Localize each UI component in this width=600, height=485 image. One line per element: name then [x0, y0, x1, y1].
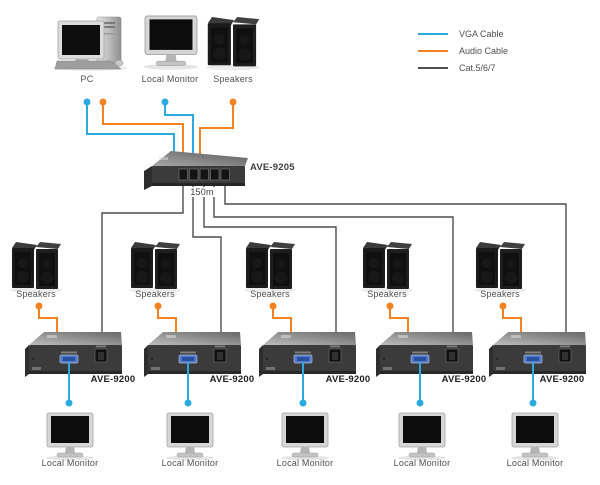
speakers-icon-2 [129, 242, 181, 293]
ave-9205-device [144, 151, 248, 190]
distance-label: 150m [188, 187, 216, 197]
branch-audio-cable-3 [269, 302, 292, 338]
cat5-cable-5 [224, 180, 567, 338]
branch-speakers-label: Speakers [16, 289, 56, 299]
local-monitor-vga-cable [161, 98, 194, 156]
branch-speakers-label: Speakers [480, 289, 520, 299]
speakers-icon-source [205, 17, 261, 71]
speakers-icon-5 [474, 242, 526, 293]
branch-monitor-label: Local Monitor [393, 458, 451, 468]
cat5-cable-3 [203, 180, 337, 338]
legend-label-vga: VGA Cable [459, 28, 504, 39]
monitor-icon-1 [45, 412, 95, 461]
ave-9200-label: AVE-9200 [539, 374, 585, 385]
branch-monitor-label: Local Monitor [41, 458, 99, 468]
branch-audio-cable-5 [499, 302, 522, 338]
branch-audio-cable-1 [35, 302, 58, 338]
speakers-icon-1 [10, 242, 62, 293]
branch-vga-cable-5 [529, 362, 537, 407]
legend-label-audio: Audio Cable [459, 45, 509, 56]
pc-vga-cable [83, 98, 175, 156]
ave-9205-ports [178, 168, 230, 181]
ave-9200-device-1 [24, 331, 123, 378]
speakers-icon-3 [244, 242, 296, 293]
ave-9200-device-2 [143, 331, 242, 378]
pc-icon [52, 16, 128, 71]
ave-9200-label: AVE-9200 [441, 374, 487, 385]
legend: VGA Cable Audio Cable Cat.5/6/7 [418, 25, 508, 76]
audio-cable-swatch [418, 49, 448, 52]
cat5-cable-1 [101, 180, 184, 338]
ave-9200-label: AVE-9200 [209, 374, 255, 385]
branch-audio-cable-4 [386, 302, 409, 338]
monitor-icon-3 [280, 412, 330, 461]
speakers-icon-4 [361, 242, 413, 293]
ave-9200-device-4 [375, 331, 474, 378]
ave-9200-label: AVE-9200 [90, 374, 136, 385]
monitor-icon-4 [397, 412, 447, 461]
vga-cable-swatch [418, 32, 448, 35]
ave-9205-label: AVE-9205 [250, 162, 295, 173]
branch-audio-cable-2 [154, 302, 177, 338]
legend-item-audio: Audio Cable [418, 42, 508, 59]
speakers-audio-cable [199, 98, 237, 156]
pc-label: PC [80, 74, 94, 84]
branch-vga-cable-1 [65, 362, 73, 407]
cat5-cable-4 [213, 180, 454, 338]
legend-label-cat5: Cat.5/6/7 [459, 62, 496, 73]
branch-speakers-label: Speakers [135, 289, 175, 299]
source-monitor-label: Local Monitor [141, 74, 199, 84]
cat5-cable-swatch [418, 66, 448, 69]
local-monitor-icon-source [143, 15, 199, 71]
branch-monitor-label: Local Monitor [276, 458, 334, 468]
cat5-cable-2 [192, 180, 222, 338]
branch-vga-cable-4 [416, 362, 424, 407]
monitor-icon-2 [165, 412, 215, 461]
legend-item-cat5: Cat.5/6/7 [418, 59, 508, 76]
monitor-icon-5 [510, 412, 560, 461]
pc-audio-cable [99, 98, 184, 156]
branch-vga-cable-3 [299, 362, 307, 407]
branch-vga-cable-2 [184, 362, 192, 407]
source-speakers-label: Speakers [213, 74, 253, 84]
branch-speakers-label: Speakers [367, 289, 407, 299]
branch-speakers-label: Speakers [250, 289, 290, 299]
ave-9200-device-3 [258, 331, 357, 378]
branch-monitor-label: Local Monitor [161, 458, 219, 468]
ave-9200-label: AVE-9200 [325, 374, 371, 385]
ave-9200-device-5 [488, 331, 587, 378]
branch-monitor-label: Local Monitor [506, 458, 564, 468]
legend-item-vga: VGA Cable [418, 25, 508, 42]
